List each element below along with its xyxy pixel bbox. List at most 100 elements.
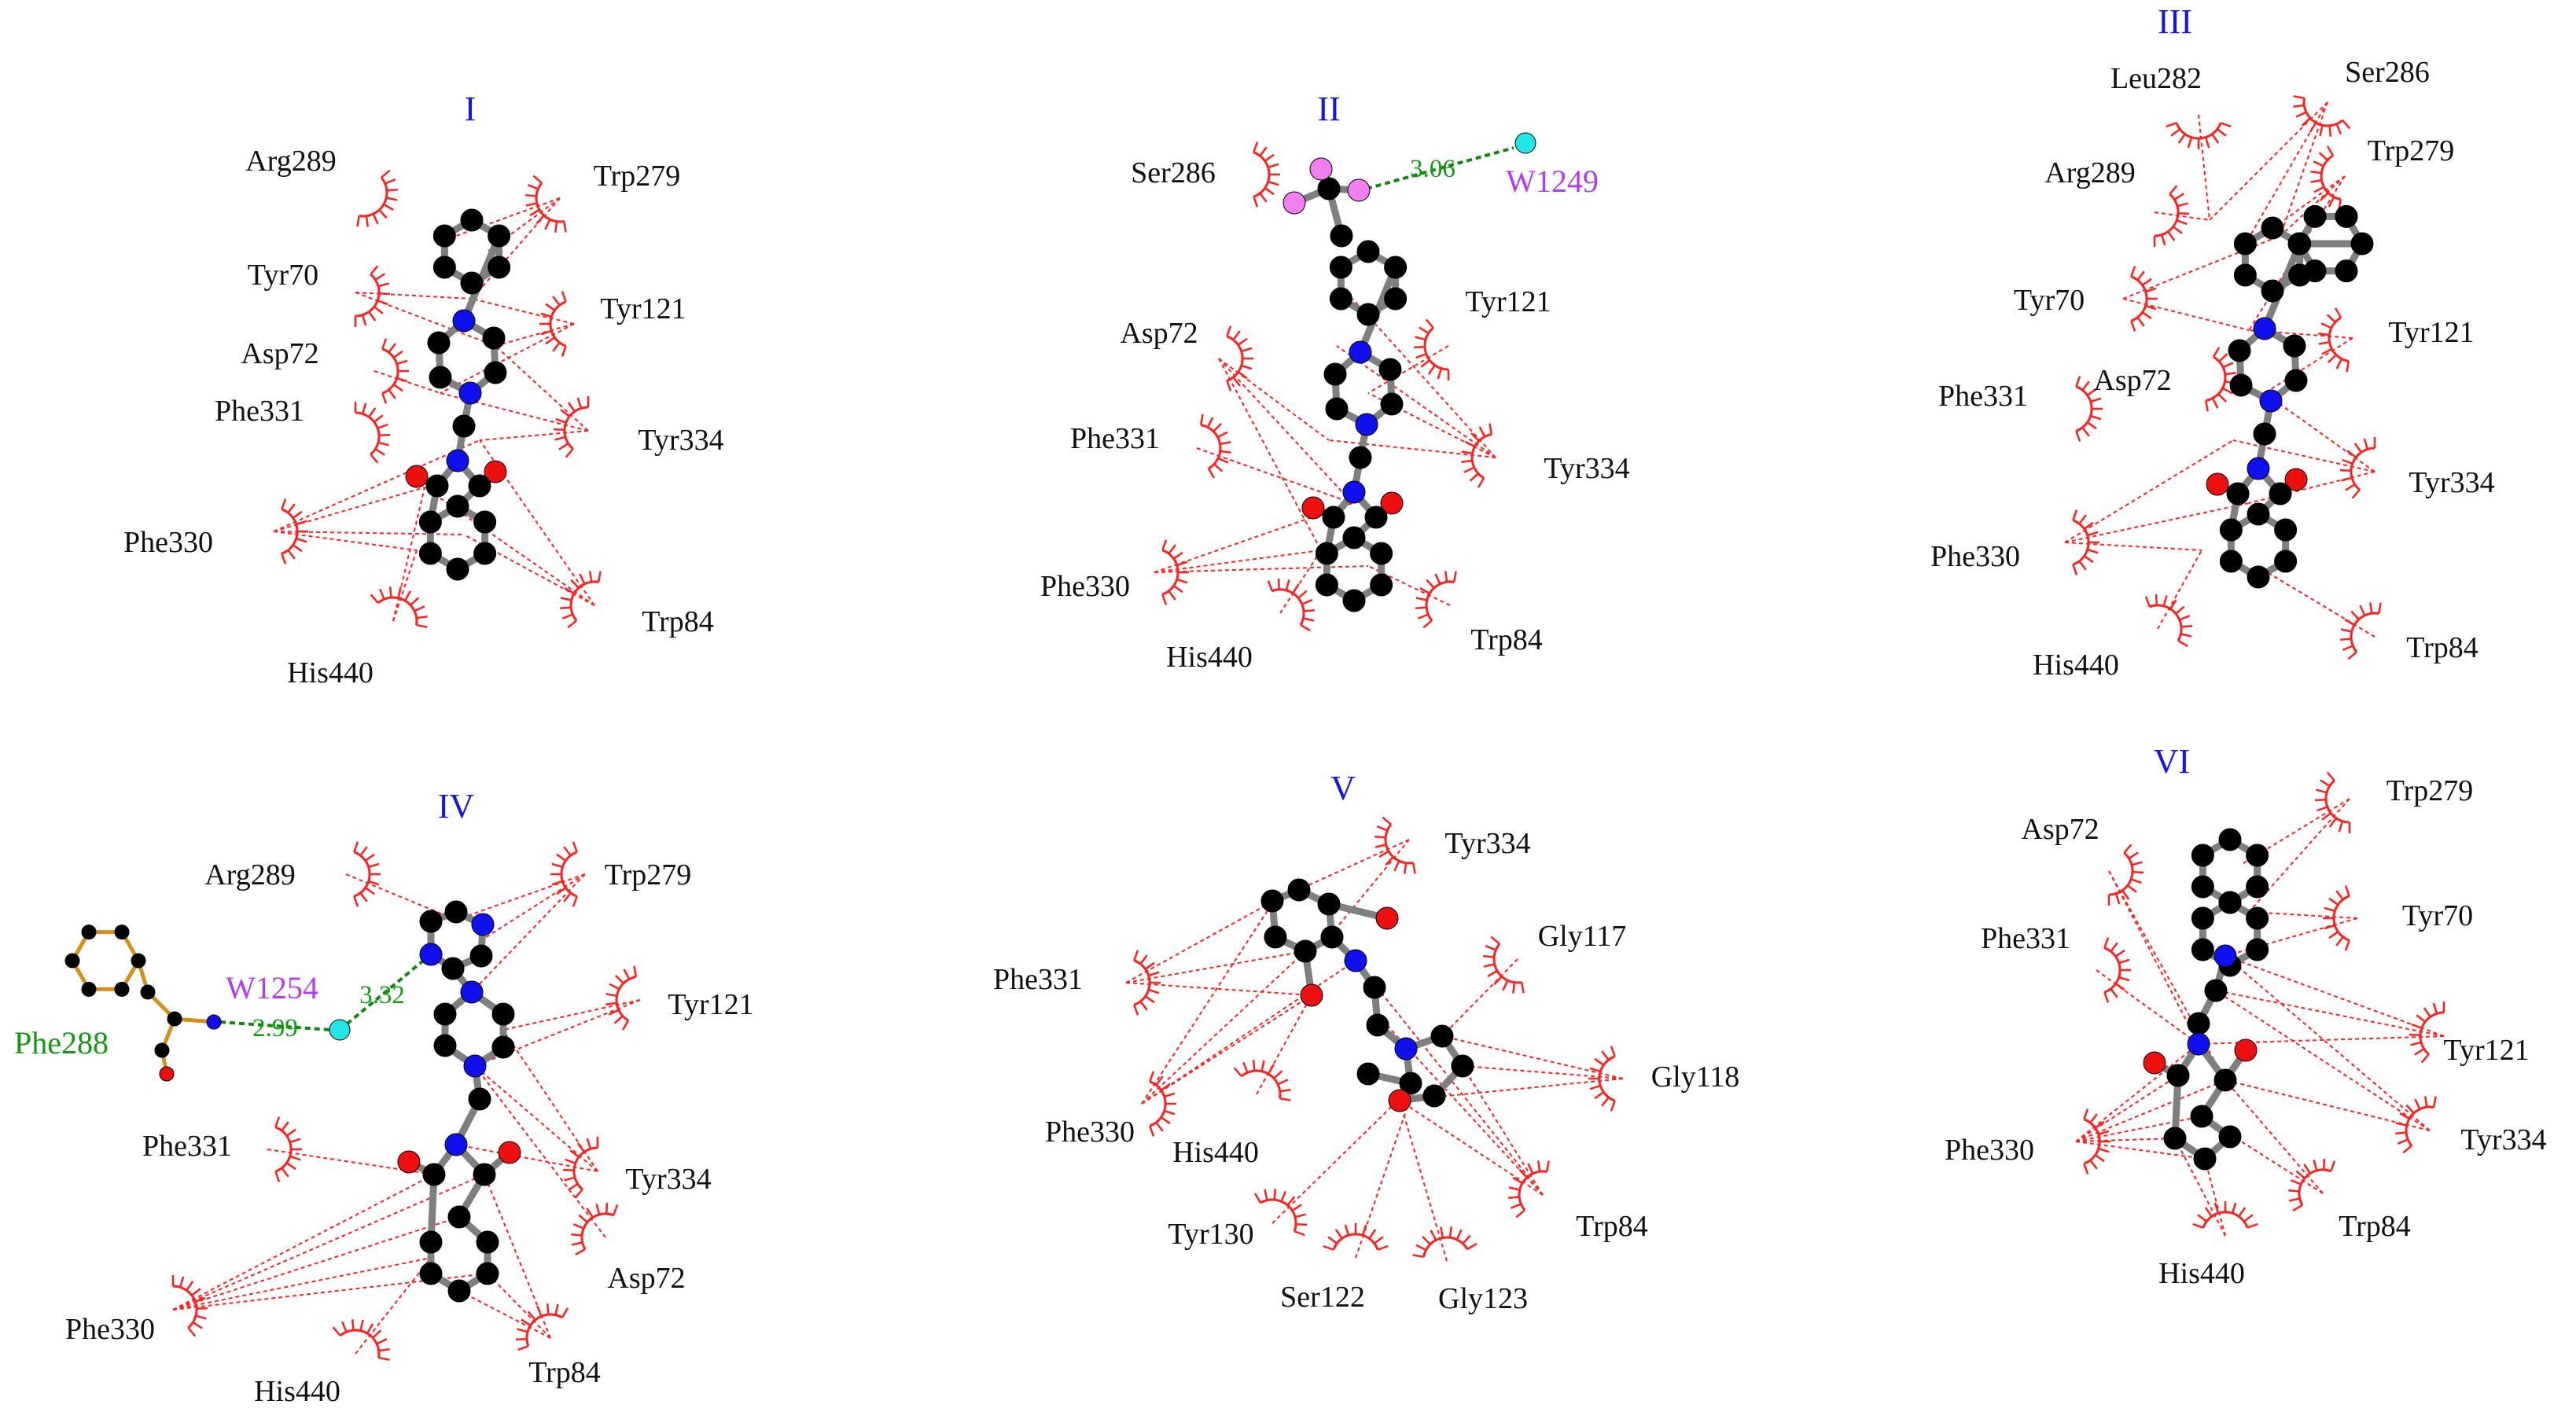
residue-arc-tick xyxy=(2222,387,2233,395)
hydrophobic-contact-line xyxy=(374,370,441,394)
residue-arc xyxy=(2293,95,2351,137)
residue-arc-tick xyxy=(2180,633,2192,638)
hydrophobic-contact-line xyxy=(2064,502,2250,543)
residue-arc-tick xyxy=(1344,1224,1350,1236)
residue-arc-tick xyxy=(361,314,367,326)
residue-arc-tick xyxy=(1253,1193,1262,1204)
residue-arc-tick xyxy=(274,1171,281,1182)
residue-label: Gly117 xyxy=(1538,920,1627,953)
residue-label: Tyr121 xyxy=(600,292,686,325)
residue-arc-tick xyxy=(1295,1223,1308,1226)
carbon-atom xyxy=(2261,216,2284,240)
residue-arc-tick xyxy=(2204,1207,2213,1218)
residue-arc-tick xyxy=(1232,377,1241,387)
hydrophobic-contact-line xyxy=(2096,969,2199,1045)
residue-arc-tick xyxy=(2339,469,2352,472)
hydrophobic-contact-line xyxy=(479,439,595,606)
residue-arc-tick xyxy=(353,895,359,907)
residue-arc xyxy=(2310,145,2342,211)
residue-arc-tick xyxy=(2089,1160,2098,1170)
residue-arc-curve xyxy=(2083,1118,2101,1165)
residue-arc-tick xyxy=(2118,958,2130,965)
residue-label: Tyr70 xyxy=(2402,899,2473,932)
residue-arc-tick xyxy=(2316,789,2328,794)
hydrophobic-contact-line xyxy=(2108,870,2199,1045)
residue-arc-tick xyxy=(556,887,567,895)
hydrophobic-contact-line xyxy=(1279,550,1322,614)
hydrophobic-contact-line xyxy=(2225,955,2445,1037)
residue-arc-tick xyxy=(1232,330,1241,340)
residue-arc-tick xyxy=(2136,270,2145,281)
residue-arc-tick xyxy=(2335,936,2344,947)
residue-arc xyxy=(1253,142,1280,208)
residue-arc-tick xyxy=(2103,991,2110,1003)
residue-label: Phe331 xyxy=(1981,922,2070,955)
residue-arc-tick xyxy=(2338,821,2344,833)
hydrophobic-contact-line xyxy=(474,1065,598,1172)
residue-label: Asp72 xyxy=(241,337,318,370)
residue-arc-tick xyxy=(545,303,556,311)
residue-arc-tick xyxy=(2072,564,2078,575)
residue-arc-curve xyxy=(2328,316,2350,362)
carbon-atom xyxy=(1315,573,1338,597)
residue-arc xyxy=(605,965,638,1031)
residue-arc-curve xyxy=(2075,385,2093,432)
residue-arc-tick xyxy=(2303,1164,2311,1175)
residue-label: Phe330 xyxy=(123,526,213,559)
residue-arc-tick xyxy=(1294,1213,1306,1219)
residue-arc-tick xyxy=(2247,1222,2258,1229)
nitrogen-atom xyxy=(2247,457,2270,480)
residue-arc-tick xyxy=(2103,937,2110,949)
residue-arc-tick xyxy=(597,571,602,583)
residue-arc-tick xyxy=(341,1321,348,1333)
panel-label-VI: VI xyxy=(2154,742,2190,781)
residue-arc-tick xyxy=(1545,1160,1550,1172)
residue-arc-tick xyxy=(2155,594,2158,606)
carbon-atom xyxy=(2193,1147,2217,1171)
residue-arc xyxy=(2166,122,2232,149)
oxygen-atom xyxy=(2206,472,2229,496)
residue-arc-tick xyxy=(1448,1226,1452,1238)
residue-label: Trp84 xyxy=(2339,1210,2411,1243)
residue-arc-tick xyxy=(1133,950,1139,961)
carbon-atom xyxy=(2246,875,2269,899)
hydrophobic-contact-line xyxy=(458,1290,551,1339)
hydrophobic-contact-line xyxy=(1141,950,1306,1105)
residue-arc-tick xyxy=(1241,347,1253,353)
residue-arc-tick xyxy=(397,586,402,598)
residue-arc-tick xyxy=(556,853,567,862)
residue-arc-tick xyxy=(1374,1236,1384,1244)
residue-label: Arg289 xyxy=(245,145,336,178)
carbon-atom xyxy=(2218,828,2242,851)
residue-arc-tick xyxy=(359,892,368,902)
residue-arc-tick xyxy=(2411,1023,2423,1029)
residue-arc-tick xyxy=(2335,358,2343,369)
carbon-atom xyxy=(2274,518,2298,542)
residue-arc-tick xyxy=(2346,450,2357,458)
residue-arc-tick xyxy=(2098,1147,2110,1153)
residue-arc-tick xyxy=(1148,988,1160,994)
residue-label: Trp84 xyxy=(642,605,714,638)
residue-arc-tick xyxy=(192,1322,203,1329)
residue-arc-curve xyxy=(569,580,599,622)
residue-arc-tick xyxy=(2211,133,2220,144)
carbon-atom xyxy=(488,255,511,279)
residue-arc-tick xyxy=(285,1128,296,1137)
carbon-atom xyxy=(1323,362,1347,386)
residue-arc-tick xyxy=(1294,1230,1305,1237)
residue-arc xyxy=(2395,1096,2437,1154)
residue-arc-tick xyxy=(1160,1116,1171,1125)
residue-arc-tick xyxy=(1161,594,1168,605)
panel-label-I: I xyxy=(465,90,477,128)
residue-arc-tick xyxy=(196,1307,208,1310)
residue-arc-tick xyxy=(609,983,620,991)
residue-arc-tick xyxy=(1213,423,1222,432)
residue-arc xyxy=(560,571,602,629)
hydrophobic-contact-line xyxy=(2225,955,2431,1131)
carbon-atom xyxy=(1317,177,1341,200)
hydrophobic-contact-line xyxy=(1336,839,1410,928)
carbon-atom xyxy=(419,910,443,933)
residue-arc xyxy=(2339,437,2376,499)
residue-arc-curve xyxy=(281,508,299,555)
residue-arc-curve xyxy=(1240,1069,1282,1099)
